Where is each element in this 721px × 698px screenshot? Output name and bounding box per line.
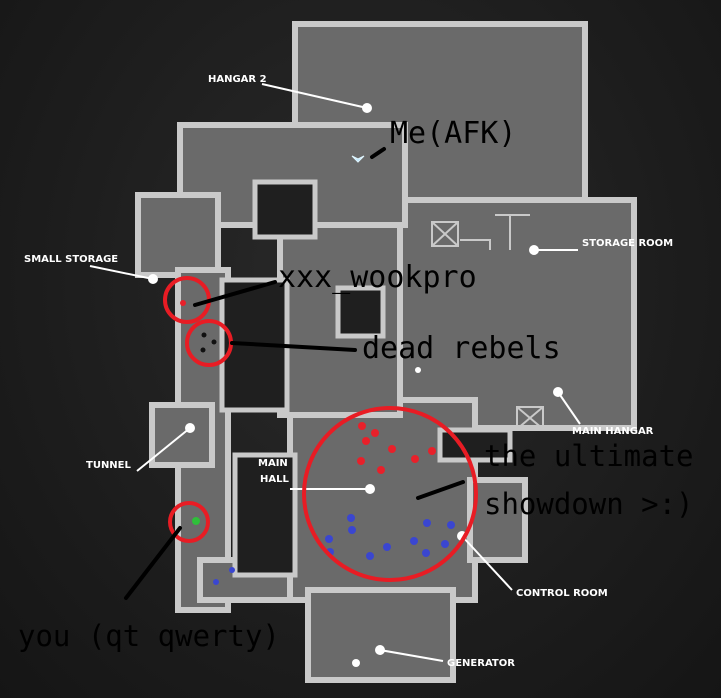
annotation-showdown-1: the ultimate xyxy=(484,439,694,473)
label-hangar2: HANGAR 2 xyxy=(208,74,267,85)
room-label-leaders xyxy=(89,83,581,662)
annotation-wookpro: xxx_wookpro xyxy=(278,260,477,295)
annotation-you: you (qt qwerty) xyxy=(18,619,280,653)
sparkle-icon xyxy=(415,367,421,373)
annotation-me: Me(AFK) xyxy=(390,116,516,151)
label-tunnel: TUNNEL xyxy=(86,460,132,471)
small-storage-room xyxy=(135,192,221,278)
label-main-hangar: MAIN HANGAR xyxy=(572,426,654,437)
dead-rebel-dots xyxy=(200,332,217,353)
red-team-dots xyxy=(180,300,436,474)
storage-main-hangar-room xyxy=(397,197,637,431)
label-control-room: CONTROL ROOM xyxy=(516,588,608,599)
label-main-hall-2: HALL xyxy=(260,474,289,485)
player-marker-icon xyxy=(351,155,365,163)
blue-team-dots xyxy=(213,514,455,585)
annotation-pointers xyxy=(124,147,465,600)
label-small-storage: SMALL STORAGE xyxy=(24,254,118,265)
annotation-showdown-2: showdown >:) xyxy=(484,487,694,521)
label-storage-room: STORAGE ROOM xyxy=(582,238,673,249)
label-generator: GENERATOR xyxy=(447,658,515,669)
player-dot xyxy=(192,517,200,525)
label-main-hall-1: MAIN xyxy=(258,458,288,469)
crate-icons xyxy=(431,214,544,430)
annotation-dead-rebels: dead rebels xyxy=(362,331,561,366)
objective-sparkles xyxy=(352,367,421,667)
generator-room xyxy=(305,587,456,683)
sparkle-icon xyxy=(352,659,360,667)
